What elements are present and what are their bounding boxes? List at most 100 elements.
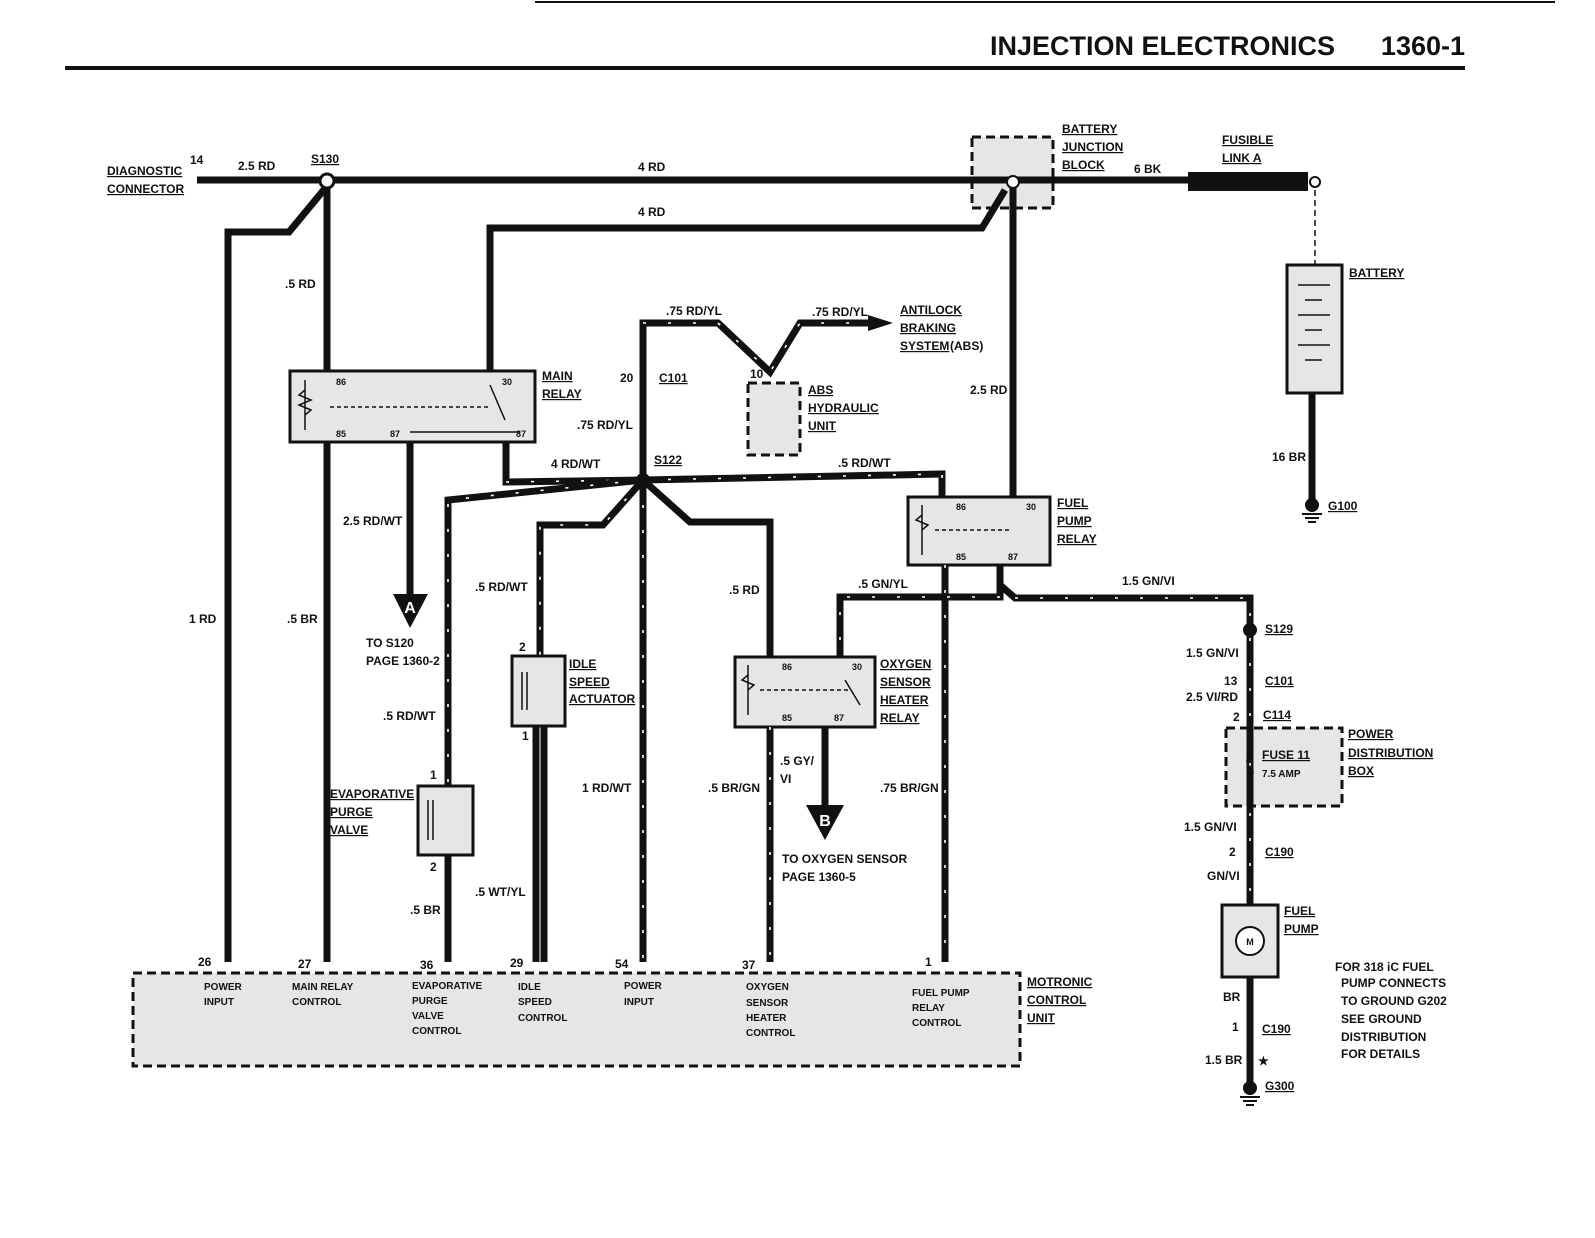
diagram-label: 87 bbox=[834, 713, 844, 723]
ground-icon bbox=[1302, 498, 1322, 523]
diagram-label: ★ bbox=[1258, 1054, 1269, 1068]
diagram-label: S130 bbox=[311, 152, 339, 166]
diagram-label: 13 bbox=[1224, 674, 1238, 688]
diagram-label: 1 bbox=[1232, 1020, 1239, 1034]
diagram-label: PURGE bbox=[330, 805, 373, 819]
diagram-label: 30 bbox=[1026, 502, 1036, 512]
diagram-label: G100 bbox=[1328, 499, 1358, 513]
diagram-label: BR bbox=[1223, 990, 1241, 1004]
diagram-label: 86 bbox=[336, 377, 346, 387]
diagram-label: C114 bbox=[1263, 708, 1291, 722]
diagram-label: CONTROL bbox=[912, 1018, 961, 1029]
labels: DIAGNOSTIC CONNECTOR 14 2.5 RD S130 4 RD… bbox=[107, 122, 1447, 1093]
diagram-label: .5 GN/YL bbox=[858, 577, 908, 591]
diagram-label: .5 RD bbox=[285, 277, 316, 291]
diagram-label: 37 bbox=[742, 958, 756, 972]
diagram-label: RELAY bbox=[1057, 532, 1097, 546]
diagram-label: 1 bbox=[522, 729, 529, 743]
diagram-label: TO S120 bbox=[366, 636, 414, 650]
diagram-label: C101 bbox=[1265, 674, 1294, 688]
diagram-label: 1.5 BR bbox=[1205, 1053, 1243, 1067]
battery bbox=[1285, 263, 1344, 395]
diagram-label: .5 RD/WT bbox=[475, 580, 528, 594]
diagram-label: 4 RD/WT bbox=[551, 457, 601, 471]
evaporative-purge-valve bbox=[416, 784, 475, 857]
power-distribution-box bbox=[1224, 726, 1344, 808]
diagram-label: INPUT bbox=[204, 997, 234, 1008]
motronic-control-unit bbox=[131, 971, 1022, 1068]
diagram-label: PAGE 1360-5 bbox=[782, 870, 856, 884]
diagram-label: OXYGEN bbox=[746, 982, 789, 993]
diagram-label: (ABS) bbox=[950, 339, 983, 353]
diagram-label: 1 RD/WT bbox=[582, 781, 632, 795]
diagram-label: VI bbox=[780, 772, 791, 786]
wire bbox=[444, 476, 644, 786]
diagram-label: MAIN RELAY bbox=[292, 982, 354, 993]
splice-s122 bbox=[636, 473, 650, 487]
diagram-label: 2 bbox=[1233, 710, 1240, 724]
diagram-label: RELAY bbox=[912, 1003, 945, 1014]
splice-s129 bbox=[1243, 623, 1257, 637]
wire bbox=[1015, 597, 1251, 905]
diagram-label: 1.5 GN/VI bbox=[1122, 574, 1175, 588]
diagram-label: FUEL bbox=[1284, 904, 1315, 918]
terminal-bjb bbox=[1006, 175, 1020, 189]
abs-hydraulic-unit bbox=[746, 381, 802, 457]
diagram-label: 85 bbox=[956, 552, 966, 562]
diagram-label: PURGE bbox=[412, 996, 448, 1007]
diagram-label: PUMP bbox=[1057, 514, 1092, 528]
diagram-label: 2.5 RD bbox=[970, 383, 1008, 397]
diagram-label: HYDRAULIC bbox=[808, 401, 879, 415]
wires bbox=[197, 172, 1316, 1085]
connector-b-arrow bbox=[806, 805, 844, 840]
diagram-label: JUNCTION bbox=[1062, 140, 1123, 154]
diagram-label: MAIN bbox=[542, 369, 573, 383]
diagram-label: FUSIBLE bbox=[1222, 133, 1273, 147]
diagram-label: PAGE 1360-2 bbox=[366, 654, 440, 668]
diagram-label: EVAPORATIVE bbox=[412, 981, 483, 992]
diagram-label: TO GROUND G202 bbox=[1341, 994, 1447, 1008]
connector-b-label: B bbox=[819, 813, 831, 830]
diagram-label: POWER bbox=[204, 982, 243, 993]
diagram-label: CONTROL bbox=[292, 997, 341, 1008]
diagram-label: FOR 318 iC FUEL bbox=[1335, 960, 1434, 974]
diagram-label: BATTERY bbox=[1062, 122, 1117, 136]
diagram-label: 87 bbox=[516, 429, 526, 439]
diagram-label: 1.5 GN/VI bbox=[1184, 820, 1237, 834]
wire bbox=[536, 477, 646, 656]
fuel-pump-relay bbox=[906, 495, 1052, 567]
diagram-label: .5 BR bbox=[410, 903, 441, 917]
diagram-label: FOR DETAILS bbox=[1341, 1047, 1420, 1061]
diagram-label: BATTERY bbox=[1349, 266, 1404, 280]
diagram-label: POWER bbox=[624, 981, 663, 992]
diagram-label: 29 bbox=[510, 956, 524, 970]
diagram-label: VALVE bbox=[330, 823, 368, 837]
diagram-label: 2 bbox=[430, 860, 437, 874]
diagram-label: IDLE bbox=[518, 982, 541, 993]
wire bbox=[997, 582, 1254, 905]
diagram-label: INPUT bbox=[624, 997, 654, 1008]
diagram-label: PUMP CONNECTS bbox=[1341, 976, 1446, 990]
motor-icon bbox=[1235, 926, 1265, 956]
diagram-label: CONTROL bbox=[412, 1026, 461, 1037]
diagram-label: GN/VI bbox=[1207, 869, 1240, 883]
diagram-label: 6 BK bbox=[1134, 162, 1162, 176]
idle-speed-actuator bbox=[510, 654, 567, 728]
diagram-label: 4 RD bbox=[638, 160, 666, 174]
diagram-label: CONTROL bbox=[746, 1028, 795, 1039]
diagram-label: 16 BR bbox=[1272, 450, 1306, 464]
wire bbox=[639, 319, 870, 480]
diagram-label: C101 bbox=[659, 371, 688, 385]
connector-a-arrow bbox=[393, 594, 428, 628]
wire bbox=[640, 477, 774, 657]
diagram-label: FUEL bbox=[1057, 496, 1088, 510]
diagram-label: OXYGEN bbox=[880, 657, 931, 671]
diagram-label: .75 BR/GN bbox=[880, 781, 939, 795]
diagram-label: 10 bbox=[750, 367, 764, 381]
diagram-label: UNIT bbox=[1027, 1011, 1056, 1025]
diagram-label: SYSTEM bbox=[900, 339, 949, 353]
diagram-label: ANTILOCK bbox=[900, 303, 962, 317]
diagram-label: G300 bbox=[1265, 1079, 1295, 1093]
motor-label: M bbox=[1246, 937, 1254, 947]
